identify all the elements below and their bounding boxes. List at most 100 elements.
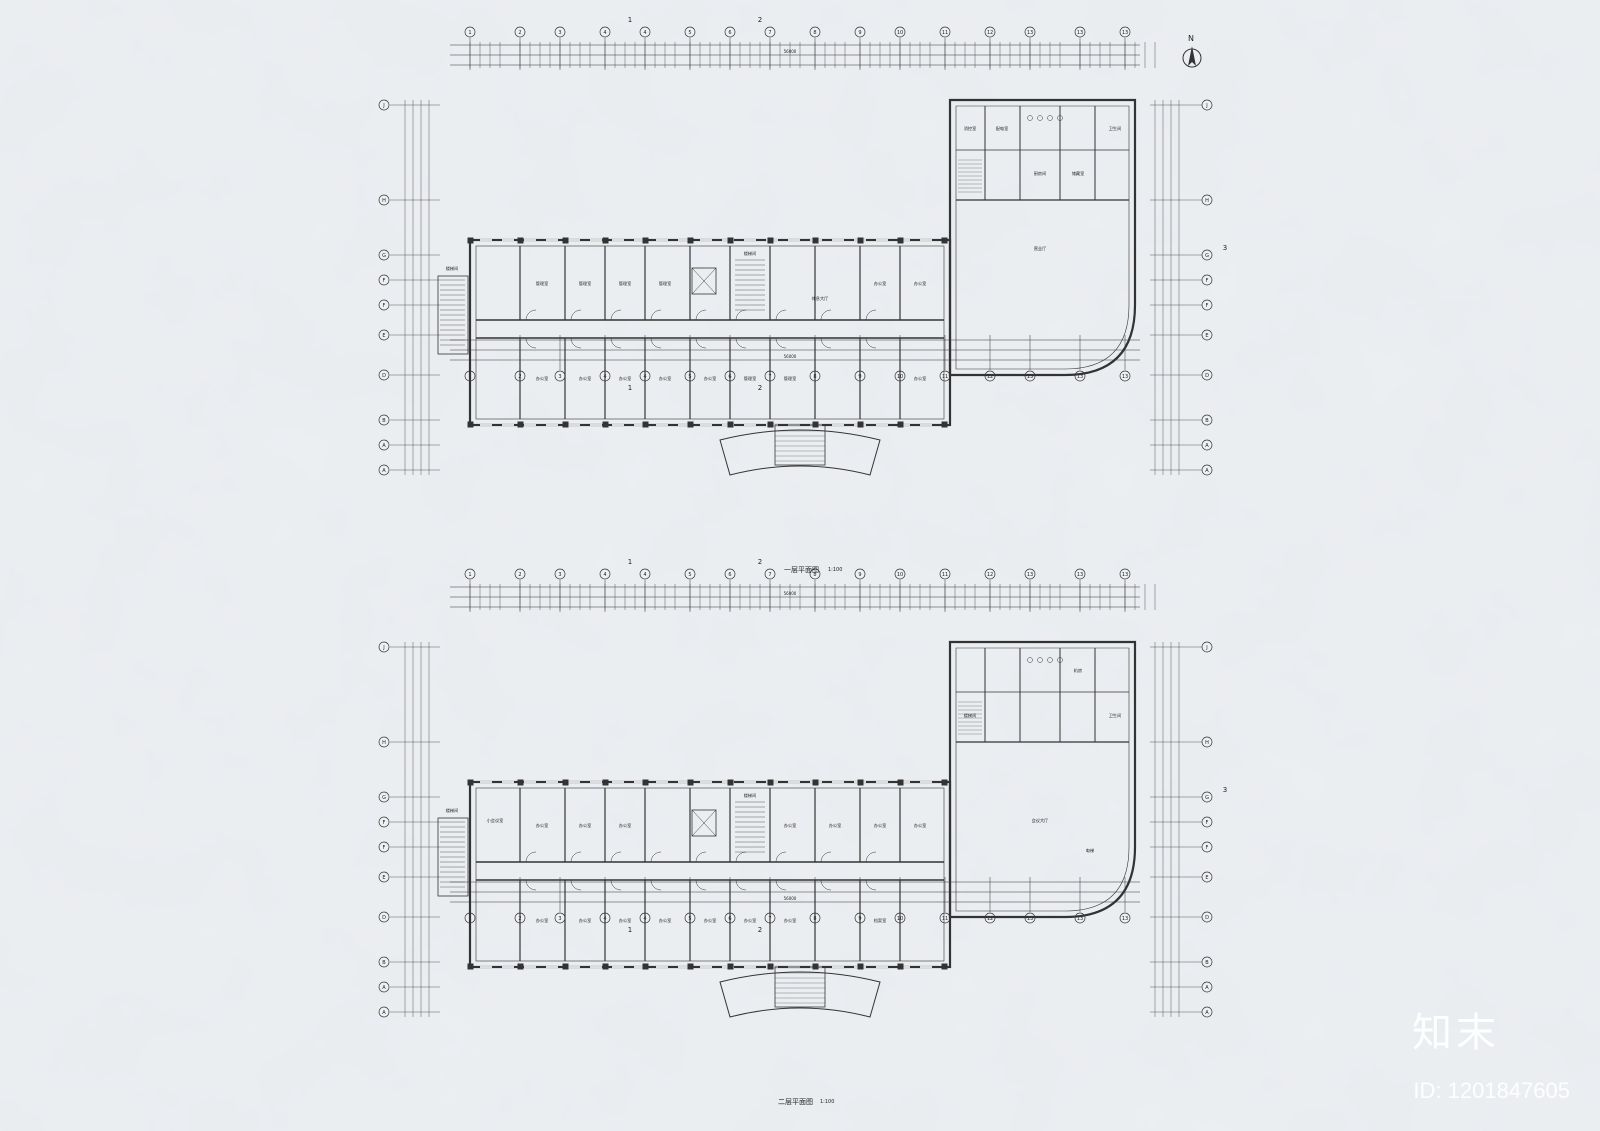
room-label: 卫生间	[1109, 712, 1122, 719]
plan-title-ground: 一层平面图	[784, 566, 819, 574]
grid-number: 13	[1122, 916, 1128, 922]
column	[727, 963, 734, 970]
column	[517, 779, 524, 786]
toilet-fixture	[1037, 115, 1043, 121]
grid-bubble	[378, 369, 390, 381]
grid-number: 13	[1077, 374, 1083, 380]
room-label: 管理室	[579, 280, 592, 287]
grid-bubble	[639, 568, 651, 580]
toilet-fixture	[1027, 657, 1033, 663]
section-mark: 1	[628, 384, 632, 392]
grid-number: 13	[1122, 572, 1128, 578]
grid-letter: H	[382, 198, 386, 204]
grid-number: 3	[558, 572, 561, 578]
door-swing	[775, 851, 787, 863]
door-swing	[610, 337, 622, 349]
grid-bubble	[724, 26, 736, 38]
column	[727, 421, 734, 428]
stair-enclosure	[437, 817, 469, 897]
door-swing	[650, 851, 662, 863]
grid-number: 4	[603, 572, 606, 578]
grid-letter: D	[1205, 915, 1209, 921]
room-label: 管理室	[659, 280, 672, 287]
room-label: 档案室	[874, 917, 887, 924]
grid-letter: J	[382, 645, 384, 651]
east-wing-outer-wall	[948, 98, 1137, 377]
grid-bubble	[599, 568, 611, 580]
room-label: 办公室	[704, 917, 717, 924]
door-swing	[610, 879, 622, 891]
grid-letter: B	[382, 960, 386, 966]
column	[562, 237, 569, 244]
plan-title-second: 二层平面图	[778, 1098, 813, 1106]
grid-number: 12	[987, 30, 993, 36]
grid-bubble	[514, 26, 526, 38]
grid-bubble	[1119, 568, 1131, 580]
grid-number: 9	[858, 30, 861, 36]
elevator-shaft	[691, 267, 717, 295]
room-label: 厨房间	[1034, 170, 1047, 177]
column	[941, 779, 948, 786]
grid-number: 11	[942, 30, 948, 36]
grid-bubble	[378, 249, 390, 261]
toilet-fixture	[1047, 115, 1053, 121]
grid-number: 11	[942, 916, 948, 922]
grid-number: 10	[897, 572, 903, 578]
door-swing	[865, 337, 877, 349]
grid-number: 9	[858, 572, 861, 578]
room-label: 办公室	[704, 375, 717, 382]
toilet-fixture	[1037, 657, 1043, 663]
grid-bubble	[684, 568, 696, 580]
grid-bubble	[1119, 370, 1131, 382]
door-swing	[525, 309, 537, 321]
grid-bubble	[684, 26, 696, 38]
column	[767, 421, 774, 428]
grid-number: 13	[1077, 916, 1083, 922]
door-swing	[695, 851, 707, 863]
column	[602, 779, 609, 786]
section-mark: 3	[1223, 786, 1227, 794]
grid-number: 6	[728, 30, 731, 36]
grid-bubble	[514, 568, 526, 580]
grid-number: 4	[643, 572, 646, 578]
grid-letter: A	[1205, 468, 1209, 474]
overall-dimension: 56000	[784, 49, 797, 54]
door-swing	[695, 337, 707, 349]
door-swing	[610, 851, 622, 863]
door-swing	[570, 337, 582, 349]
watermark-logo: 知末	[1412, 1010, 1500, 1056]
grid-letter: D	[382, 915, 386, 921]
grid-number: 13	[1122, 374, 1128, 380]
door-swing	[525, 879, 537, 891]
room-label: 办公室	[914, 822, 927, 829]
floor-plan-ground: 5600056000112233444455667788991010111112…	[378, 16, 1227, 476]
stair-enclosure	[437, 275, 469, 355]
grid-letter: F	[383, 820, 386, 826]
room-label: 电梯	[1086, 847, 1094, 854]
grid-number: 2	[518, 572, 521, 578]
door-swing	[820, 879, 832, 891]
grid-bubble	[599, 26, 611, 38]
column	[857, 963, 864, 970]
room-label: 营业厅	[1034, 245, 1047, 252]
column	[812, 237, 819, 244]
grid-number: 10	[897, 30, 903, 36]
section-mark: 1	[628, 558, 632, 566]
column	[517, 421, 524, 428]
room-label: 办公室	[659, 375, 672, 382]
grid-bubble	[894, 26, 906, 38]
grid-bubble	[378, 299, 390, 311]
grid-letter: G	[382, 253, 386, 259]
section-mark: 2	[758, 16, 762, 24]
grid-letter: B	[382, 418, 386, 424]
column	[562, 421, 569, 428]
door-swing	[650, 879, 662, 891]
door-swing	[775, 309, 787, 321]
door-swing	[650, 309, 662, 321]
grid-bubble	[764, 568, 776, 580]
room-label: 办公室	[579, 822, 592, 829]
grid-number: 3	[558, 916, 561, 922]
column	[812, 963, 819, 970]
grid-bubble	[378, 194, 390, 206]
